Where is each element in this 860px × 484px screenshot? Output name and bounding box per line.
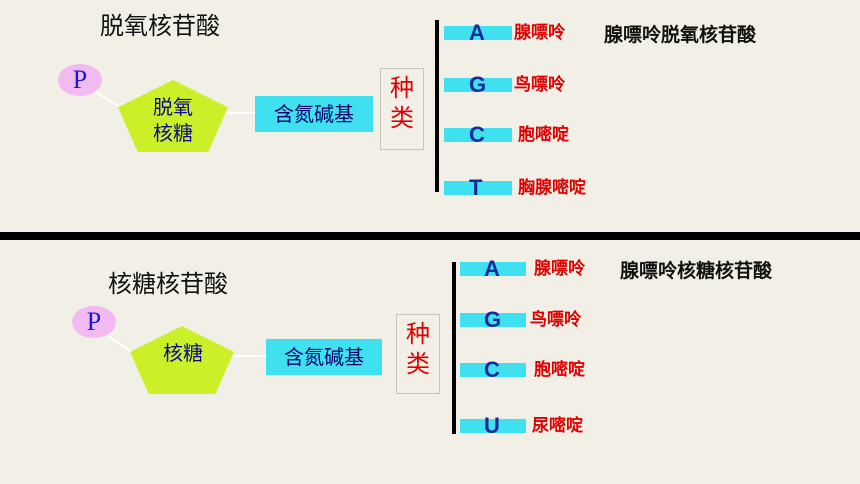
section-divider — [0, 232, 860, 240]
dna-nucleotide-panel: 脱氧核苷酸 P 脱氧 核糖 含氮碱基 种 类 A 腺嘌呤 G 鸟嘌呤 C 胞嘧啶… — [0, 0, 860, 232]
rna-base-bar — [460, 313, 526, 327]
dna-title: 脱氧核苷酸 — [100, 12, 220, 40]
dna-connector-lines — [91, 89, 255, 114]
dna-kind-line2: 类 — [390, 104, 414, 132]
dna-base-name: 腺嘌呤 — [514, 23, 565, 43]
rna-base-name: 胞嘧啶 — [534, 360, 585, 380]
dna-phosphate: P — [58, 64, 102, 96]
rna-kind-line2: 类 — [406, 350, 430, 378]
rna-base-letter: U — [484, 413, 500, 438]
rna-sugar-label: 核糖 — [163, 341, 203, 365]
rna-base-bar — [460, 363, 526, 377]
rna-kind-box: 种 类 — [396, 314, 440, 394]
dna-base-letter: G — [469, 72, 487, 97]
rna-base-letter: G — [484, 307, 502, 332]
rna-base-bar — [460, 419, 526, 433]
rna-base-letter: C — [484, 357, 500, 382]
rna-base-label: 含氮碱基 — [266, 339, 382, 375]
rna-nucleotide-example: 腺嘌呤核糖核苷酸 — [620, 260, 773, 282]
dna-base-letter: T — [469, 175, 483, 200]
dna-sugar-line1: 脱氧 — [153, 95, 193, 119]
dna-base-bar — [444, 78, 512, 92]
dna-sugar-line2: 核糖 — [153, 121, 193, 145]
rna-connector-lines — [107, 335, 266, 357]
dna-base-label: 含氮碱基 — [255, 96, 373, 132]
dna-nucleotide-example: 腺嘌呤脱氧核苷酸 — [604, 24, 757, 46]
dna-base-bar — [444, 128, 512, 142]
dna-base-name: 胞嘧啶 — [518, 125, 569, 145]
dna-kind-line1: 种 — [390, 74, 414, 102]
rna-base-name: 鸟嘌呤 — [530, 310, 581, 330]
rna-base-name: 腺嘌呤 — [534, 259, 585, 279]
dna-base-bar — [444, 26, 512, 40]
dna-base-letter: A — [469, 20, 485, 45]
dna-base-name: 鸟嘌呤 — [514, 75, 565, 95]
dna-sugar-label: 脱氧 核糖 — [140, 94, 206, 146]
dna-base-letter: C — [469, 122, 485, 147]
rna-bracket-bar — [452, 262, 456, 434]
dna-base-bar — [444, 181, 512, 195]
dna-bracket-bar — [435, 20, 439, 192]
rna-base-letter: A — [484, 256, 500, 281]
dna-kind-box: 种 类 — [380, 68, 424, 150]
rna-kind-line1: 种 — [406, 320, 430, 348]
rna-title: 核糖核苷酸 — [108, 270, 228, 298]
rna-base-name: 尿嘧啶 — [532, 416, 583, 436]
rna-phosphate: P — [72, 306, 116, 338]
dna-base-name: 胸腺嘧啶 — [518, 178, 586, 198]
rna-base-bar — [460, 262, 526, 276]
rna-nucleotide-panel: 核糖核苷酸 P 核糖 含氮碱基 种 类 A 腺嘌呤 G 鸟嘌呤 C 胞嘧啶 U … — [0, 240, 860, 484]
